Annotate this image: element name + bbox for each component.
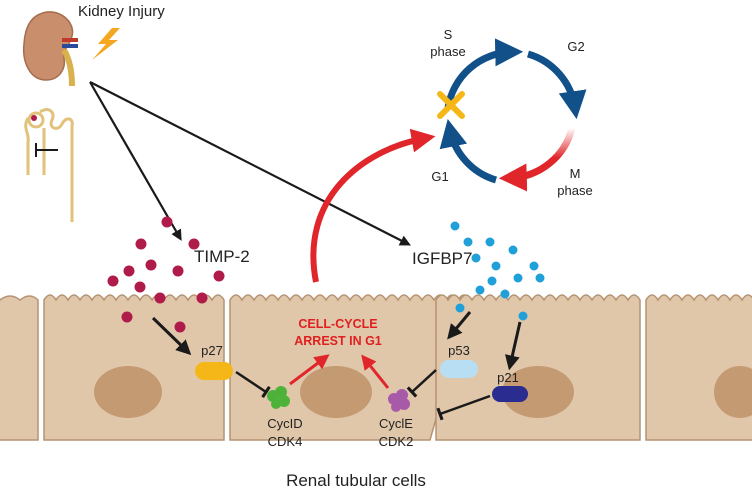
nuclei [94,366,752,418]
cyce-label: CyclE [379,416,413,431]
p53-protein [440,360,478,378]
p27-protein [195,362,233,380]
lightning-bolt-icon [92,28,120,60]
p53-label: p53 [448,343,470,358]
cycd-label: CycID [267,416,302,431]
cycd-cdk4-complex [267,386,290,409]
timp2-to-p27-arrow [151,316,192,356]
igfbp7-to-p21-arrow [505,321,522,371]
igfbp7-label: IGFBP7 [412,249,472,268]
g1-label: G1 [431,169,448,184]
p27-inhibits-cycd [235,370,271,399]
timp2-molecules [107,216,225,333]
timp2-label: TIMP-2 [194,247,250,266]
g2-label: G2 [567,39,584,54]
p21-label: p21 [497,370,519,385]
kidney-icon [22,11,78,87]
arrest-label-line2: ARREST IN G1 [294,334,382,348]
renal-tubular-cells-label: Renal tubular cells [286,471,426,488]
m-phase-label: M [570,166,581,181]
p53-inhibits-cyce [406,369,437,398]
p27-label: p27 [201,343,223,358]
arrow-to-timp2 [89,81,182,241]
p21-protein [492,386,528,402]
cdk4-label: CDK4 [268,434,303,449]
cdk2-label: CDK2 [379,434,414,449]
cyce-cdk2-complex [388,389,410,412]
cycd-to-arrest-arrow [289,354,330,386]
s-phase-label-2: phase [430,44,465,59]
arrow-to-igfbp7 [89,81,411,246]
cyce-to-arrest-arrow [361,354,390,389]
arrest-to-cycle-arrow [310,128,436,283]
s-phase-label: S [444,27,453,42]
m-phase-label-2: phase [557,183,592,198]
p21-inhibits-cyce [436,394,491,421]
nephron-icon [24,108,74,222]
nephron-inhibition-mark [35,143,58,157]
cell-cycle [439,38,587,192]
igfbp7-to-p53-arrow [447,311,472,340]
cross-mark-icon [437,91,465,119]
kidney-injury-label: Kidney Injury [78,3,165,20]
igfbp7-molecules [450,221,545,321]
arrest-label-line1: CELL-CYCLE [298,317,377,331]
